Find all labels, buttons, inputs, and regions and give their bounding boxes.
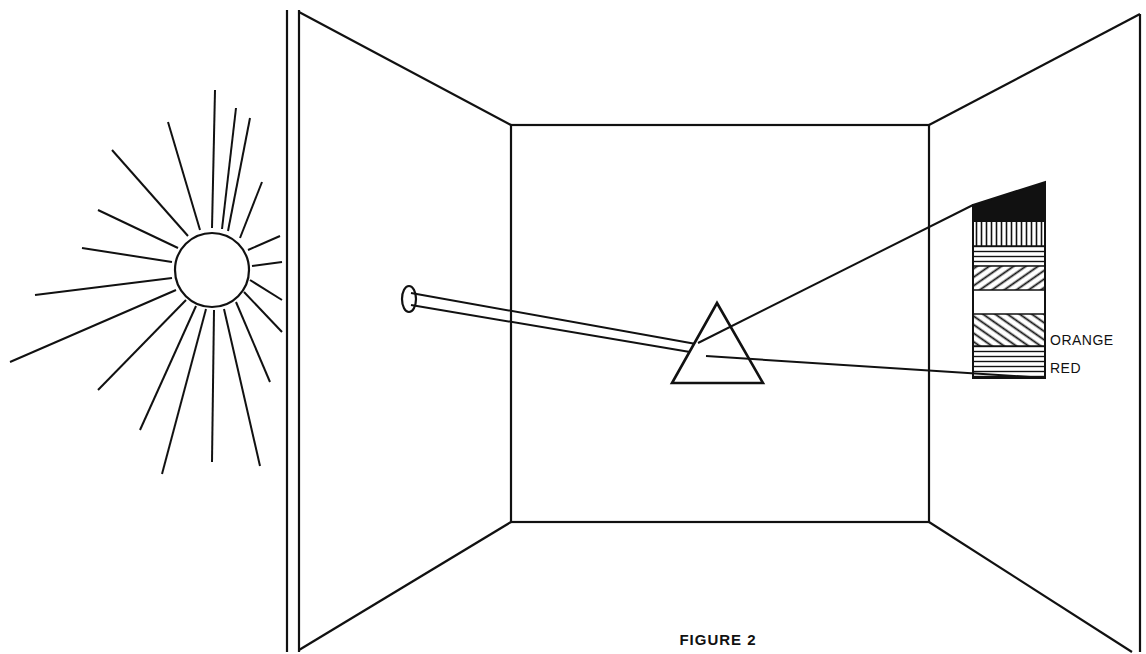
light-beam [411,293,696,352]
dispersed-beam [698,205,1045,378]
room-walls [287,10,1140,652]
figure-caption: FIGURE 2 [679,632,756,647]
color-label: ORANGE [1050,333,1114,347]
spectrum-bands [973,182,1045,378]
prism [672,303,763,383]
pinhole [402,286,416,312]
sun [10,90,282,474]
color-label: RED [1050,361,1081,375]
